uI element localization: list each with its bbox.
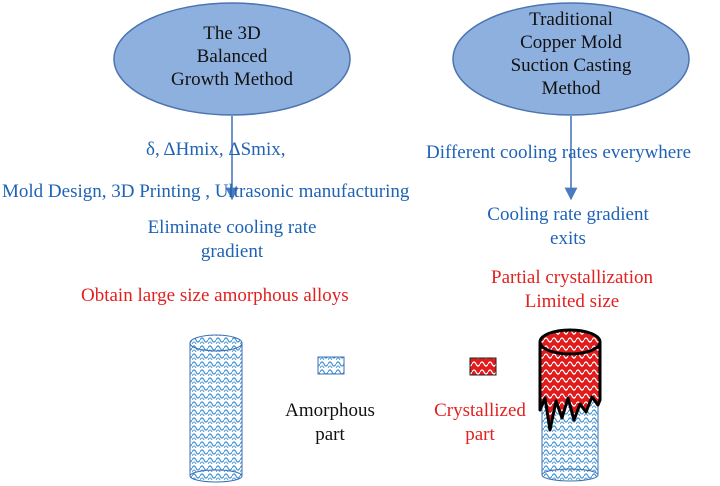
left-method-title: The 3D Balanced Growth Method [152, 22, 312, 91]
left-manufacturing-text: Mold Design, 3D Printing , Ultrasonic ma… [2, 181, 410, 202]
left-result-line: Eliminate cooling rate [147, 217, 317, 238]
right-outcome-line: Partial crystallization [491, 267, 653, 288]
left-result-line: gradient [200, 241, 264, 262]
right-cooling-text: Different cooling rates everywhere [426, 142, 691, 163]
amorphous-legend-label: Amorphous part [270, 399, 390, 447]
partially-crystallized-cylinder [538, 328, 602, 482]
right-method-title: Traditional Copper Mold Suction Casting … [481, 8, 661, 100]
crystallized-legend-label: Crystallized part [420, 399, 540, 447]
crystallized-swatch [469, 357, 497, 376]
right-title-line: Method [541, 78, 601, 99]
right-result-line: Cooling rate gradient [487, 204, 649, 225]
left-outcome-text: Obtain large size amorphous alloys [81, 285, 349, 306]
left-title-line: Growth Method [171, 69, 293, 90]
left-title-line: Balanced [196, 46, 268, 67]
right-title-line: Copper Mold [520, 32, 622, 53]
right-outcome-line: Limited size [524, 291, 620, 312]
left-params-text: δ, ΔHmix, ΔSmix, [146, 139, 286, 160]
left-result-text: Eliminate cooling rate gradient [112, 216, 352, 264]
crystallized-label-line: part [465, 424, 495, 445]
amorphous-cylinder [189, 334, 243, 483]
amorphous-label-line: Amorphous [285, 400, 375, 421]
right-result-line: exits [550, 228, 586, 249]
right-result-text: Cooling rate gradient exits [468, 203, 668, 251]
left-method-ellipse [113, 2, 351, 116]
right-outcome-text: Partial crystallization Limited size [468, 266, 676, 314]
amorphous-label-line: part [315, 424, 345, 445]
right-title-line: Suction Casting [510, 55, 632, 76]
crystallized-label-line: Crystallized [434, 400, 526, 421]
left-title-line: The 3D [203, 23, 261, 44]
amorphous-swatch [317, 356, 345, 375]
right-method-ellipse [452, 2, 690, 116]
right-title-line: Traditional [529, 9, 613, 30]
